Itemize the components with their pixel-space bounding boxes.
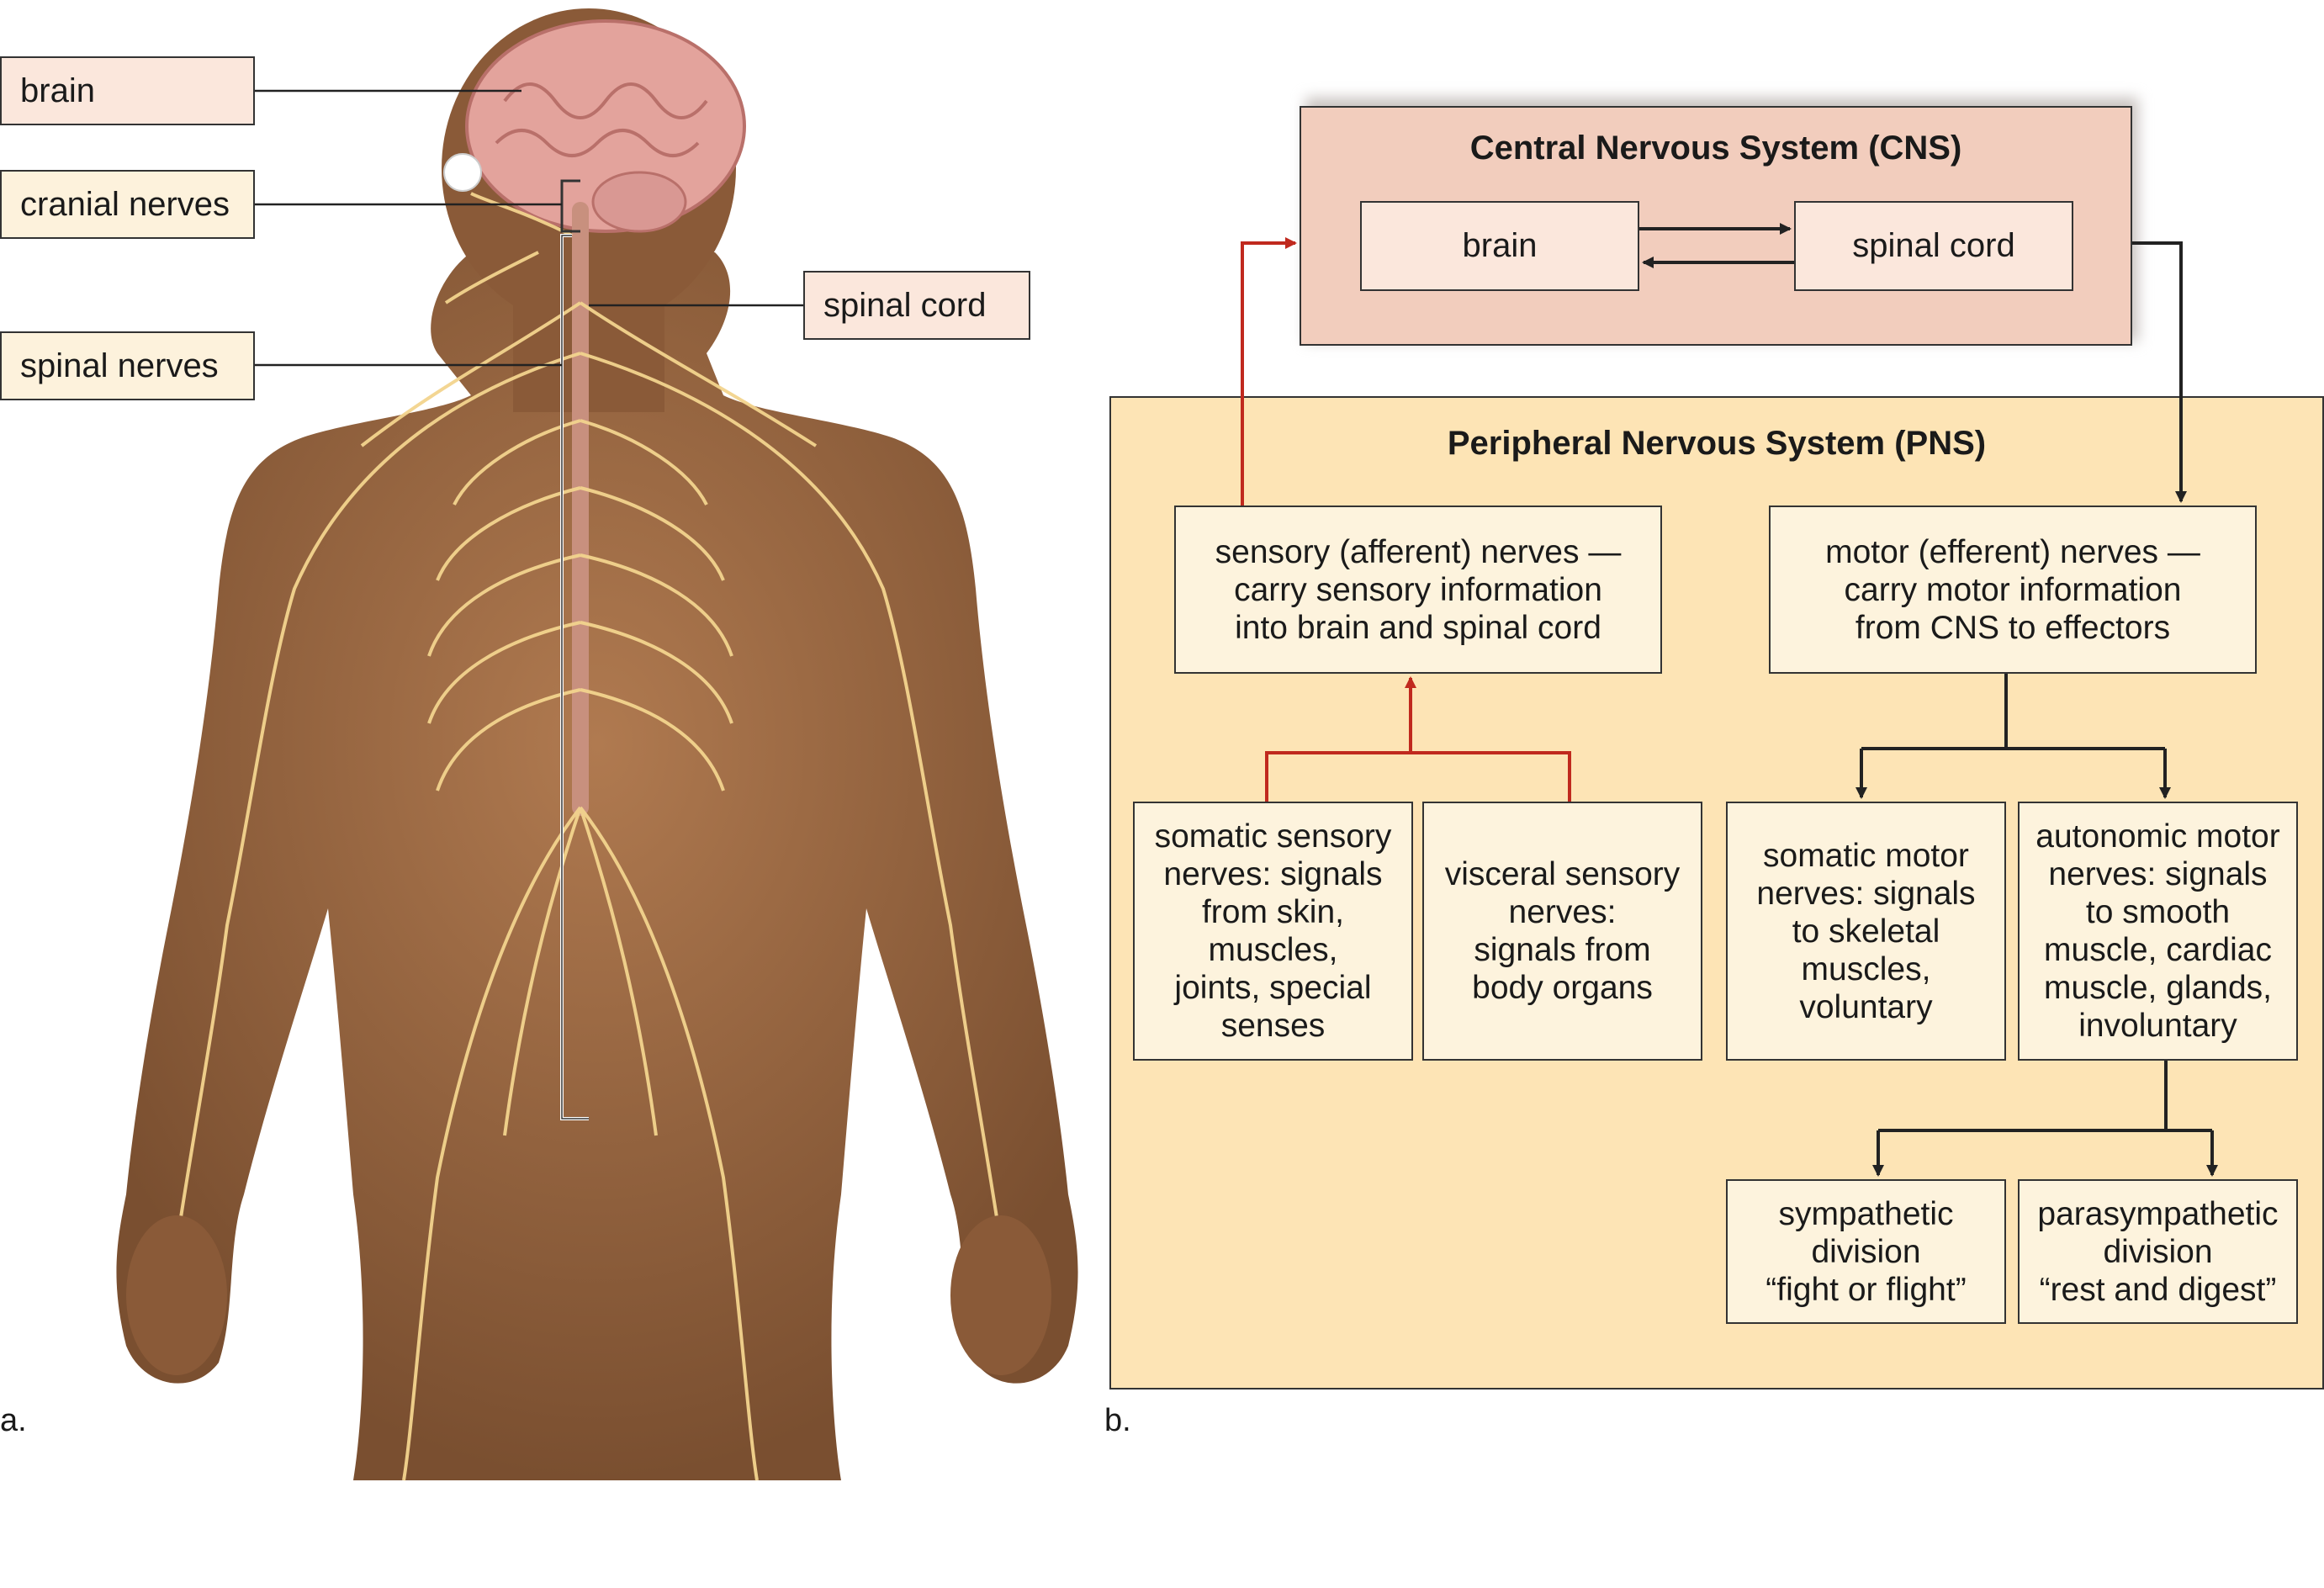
spinal-nerves-bracket-outline bbox=[561, 235, 589, 1120]
somatic-sensory-connector bbox=[1265, 751, 1571, 802]
visceral-sensory-box: visceral sensory nerves: signals from bo… bbox=[1422, 802, 1702, 1061]
parasympathetic-box: parasympathetic division “rest and diges… bbox=[2018, 1179, 2298, 1324]
right-hand bbox=[950, 1215, 1051, 1375]
brain-shape bbox=[465, 19, 746, 233]
cranial-nerves-bracket bbox=[560, 179, 580, 233]
body-illustration bbox=[116, 8, 1078, 1481]
label-brain: brain bbox=[0, 56, 255, 125]
cerebellum-shape bbox=[591, 171, 687, 233]
cns-title: Central Nervous System (CNS) bbox=[1469, 130, 1962, 167]
sensory-to-cns-arrow bbox=[1241, 237, 1297, 506]
sensory-nerves-box: sensory (afferent) nerves — carry sensor… bbox=[1174, 506, 1662, 674]
label-spinal-cord: spinal cord bbox=[803, 271, 1030, 340]
label-cranial-nerves: cranial nerves bbox=[0, 170, 255, 239]
autonomic-motor-box: autonomic motor nerves: signals to smoot… bbox=[2018, 802, 2298, 1061]
somatic-motor-box: somatic motor nerves: signals to skeleta… bbox=[1726, 802, 2006, 1061]
nerve-network bbox=[167, 192, 1011, 1481]
panel-letter-b: b. bbox=[1104, 1403, 1131, 1438]
panel-letter-a: a. bbox=[0, 1403, 27, 1438]
somatic-sensory-box: somatic sensory nerves: signals from ski… bbox=[1133, 802, 1413, 1061]
left-hand bbox=[126, 1215, 227, 1375]
motor-nerves-box: motor (efferent) nerves — carry motor in… bbox=[1769, 506, 2257, 674]
cns-to-motor-arrow bbox=[2132, 241, 2187, 503]
cns-brain-box: brain bbox=[1360, 201, 1639, 291]
body-silhouette bbox=[116, 252, 1078, 1480]
eye bbox=[443, 153, 482, 192]
label-spinal-nerves: spinal nerves bbox=[0, 331, 255, 400]
cns-spinal-cord-box: spinal cord bbox=[1794, 201, 2073, 291]
pns-title: Peripheral Nervous System (PNS) bbox=[1447, 425, 1987, 462]
sympathetic-box: sympathetic division “fight or flight” bbox=[1726, 1179, 2006, 1324]
